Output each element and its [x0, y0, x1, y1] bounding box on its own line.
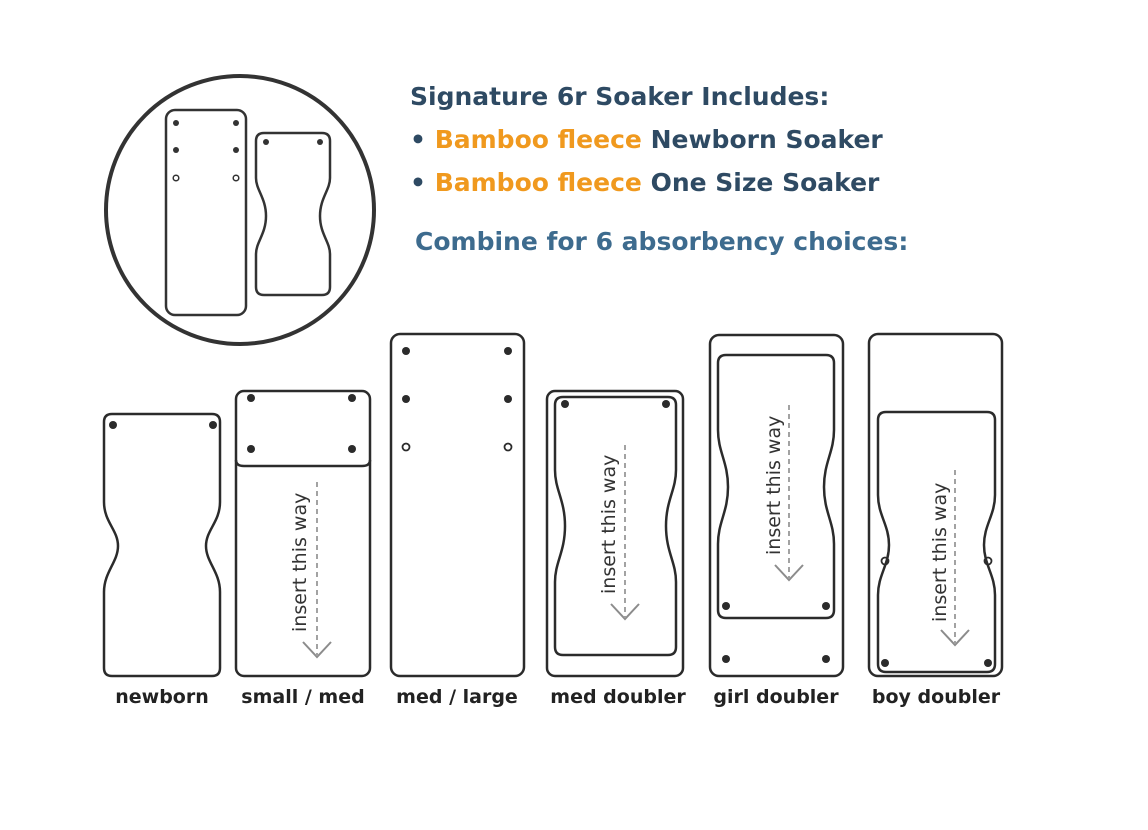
snap — [232, 174, 240, 182]
bullet-marker: • — [410, 125, 426, 154]
snap — [317, 139, 323, 145]
caption-med-large: med / large — [396, 686, 518, 708]
snap — [233, 120, 239, 126]
caption-boy-doubler: boy doubler — [871, 686, 1001, 708]
snap — [402, 347, 410, 355]
snap — [983, 556, 993, 566]
snap — [348, 394, 356, 402]
snap — [504, 395, 512, 403]
caption-newborn: newborn — [115, 686, 209, 708]
snap — [822, 602, 830, 610]
one-size-soaker-shape — [164, 108, 248, 317]
snap — [880, 556, 890, 566]
snap — [263, 139, 269, 145]
insert-this-way-label: insert this way — [929, 483, 951, 622]
snap — [247, 445, 255, 453]
caption-girl-doubler: girl doubler — [713, 686, 839, 708]
arrowhead — [774, 564, 804, 582]
arrowhead — [940, 629, 970, 647]
snap — [561, 400, 569, 408]
option-med-doubler-shape: insert this way — [545, 389, 685, 678]
snap — [401, 442, 411, 452]
insert-this-way-label: insert this way — [598, 455, 620, 594]
snap — [504, 347, 512, 355]
bullet-marker: • — [410, 168, 426, 197]
combine-text: Combine for 6 absorbency choices: — [415, 227, 909, 256]
included-item-1: • Bamboo fleece Newborn Soaker — [410, 125, 883, 154]
snap — [173, 147, 179, 153]
arrowhead — [302, 641, 332, 659]
option-newborn-shape — [102, 412, 222, 678]
snap — [402, 395, 410, 403]
snap — [172, 174, 180, 182]
material-label: Bamboo fleece — [434, 168, 642, 197]
snap — [233, 147, 239, 153]
arrowhead — [610, 603, 640, 621]
overview-circle — [104, 74, 376, 346]
snap — [722, 602, 730, 610]
caption-small-med: small / med — [241, 686, 365, 708]
snap — [881, 659, 889, 667]
caption-med-doubler: med doubler — [550, 686, 686, 708]
option-med-large-shape — [389, 332, 526, 678]
snap — [722, 655, 730, 663]
option-boy-doubler-shape: insert this way — [867, 332, 1004, 678]
snap — [109, 421, 117, 429]
snap — [173, 120, 179, 126]
insert-this-way-label: insert this way — [289, 493, 311, 632]
option-small-med-shape: insert this way — [234, 389, 372, 678]
option-girl-doubler-shape: insert this way — [708, 333, 845, 678]
insert-this-way-label: insert this way — [763, 416, 785, 555]
included-item-2: • Bamboo fleece One Size Soaker — [410, 168, 879, 197]
snap — [348, 445, 356, 453]
newborn-soaker-shape — [254, 131, 332, 297]
title: Signature 6r Soaker Includes: — [410, 82, 830, 111]
snap — [984, 659, 992, 667]
snap — [247, 394, 255, 402]
snap — [209, 421, 217, 429]
item-label: Newborn Soaker — [650, 125, 883, 154]
item-label: One Size Soaker — [650, 168, 880, 197]
included-soakers-illustration — [104, 74, 376, 346]
snap — [822, 655, 830, 663]
material-label: Bamboo fleece — [434, 125, 642, 154]
snap — [662, 400, 670, 408]
snap — [503, 442, 513, 452]
